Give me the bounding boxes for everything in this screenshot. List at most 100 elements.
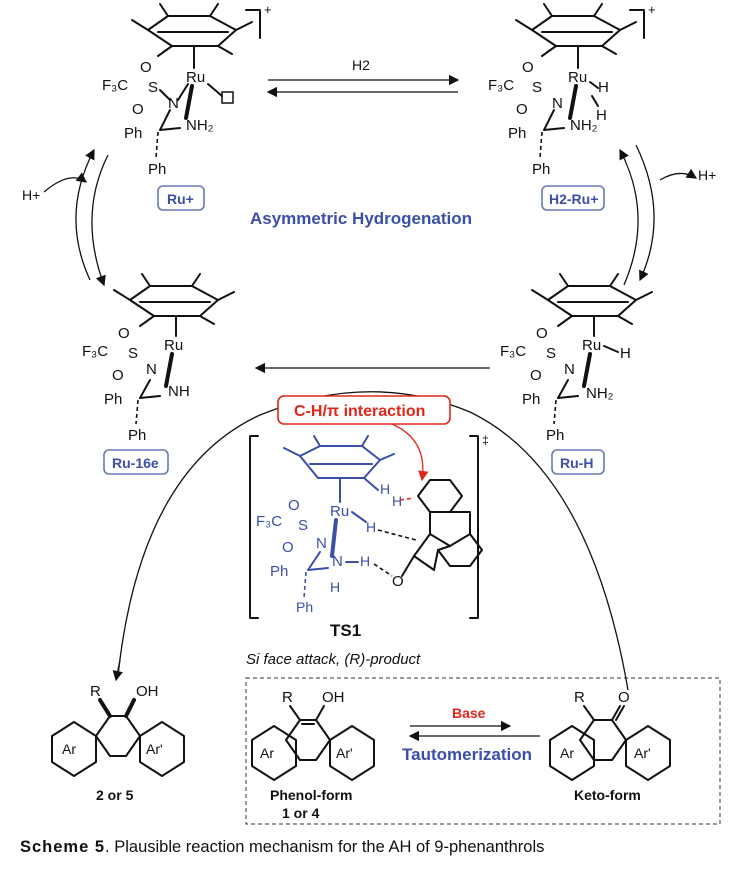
energy-curve — [117, 391, 629, 691]
svg-text:F₃C: F₃C — [500, 343, 526, 360]
svg-text:Ar': Ar' — [634, 745, 651, 761]
svg-text:S: S — [128, 345, 138, 362]
svg-text:Ph: Ph — [522, 391, 540, 408]
phenol-form: R OH Ar Ar' Phenol-form 1 or 4 — [251, 689, 375, 821]
svg-text:N: N — [332, 553, 343, 570]
svg-text:S: S — [546, 345, 556, 362]
h2-equilibrium-arrows: H2 — [266, 57, 460, 98]
svg-text:OH: OH — [136, 683, 159, 700]
transition-state: ‡ H H Ru H F₃C S O O N N H H Ph Ph O — [246, 433, 489, 668]
svg-text:Ru: Ru — [186, 69, 205, 86]
svg-text:F₃C: F₃C — [102, 77, 128, 94]
svg-text:Ar': Ar' — [336, 745, 353, 761]
right-cycle-arrows: H+ — [619, 144, 716, 286]
svg-text:O: O — [536, 325, 548, 342]
svg-text:Ph: Ph — [546, 427, 564, 444]
svg-text:OH: OH — [322, 689, 345, 706]
svg-text:Ph: Ph — [104, 391, 122, 408]
svg-text:H: H — [360, 553, 370, 569]
svg-text:Ar: Ar — [560, 745, 574, 761]
svg-text:O: O — [618, 689, 630, 706]
svg-text:NH₂: NH₂ — [586, 385, 614, 402]
phenol-number: 1 or 4 — [282, 805, 320, 821]
svg-text:Ph: Ph — [296, 599, 313, 615]
svg-text:O: O — [516, 101, 528, 118]
label-ru-16e: Ru-16e — [112, 455, 159, 471]
svg-text:F₃C: F₃C — [82, 343, 108, 360]
svg-text:Ph: Ph — [148, 161, 166, 178]
svg-text:O: O — [112, 367, 124, 384]
svg-text:O: O — [522, 59, 534, 76]
svg-text:F₃C: F₃C — [488, 77, 514, 94]
tautomerization-arrows: Base Tautomerization — [402, 705, 540, 764]
svg-text:N: N — [316, 535, 327, 552]
svg-text:H: H — [598, 79, 609, 96]
svg-text:O: O — [530, 367, 542, 384]
svg-text:N: N — [146, 361, 157, 378]
svg-text:Ar: Ar — [62, 741, 76, 757]
svg-text:NH₂: NH₂ — [186, 117, 214, 134]
svg-text:H: H — [620, 345, 631, 362]
svg-text:H: H — [366, 519, 376, 535]
label-ru-plus: Ru+ — [167, 191, 194, 207]
svg-text:H: H — [330, 579, 340, 595]
svg-text:Ph: Ph — [128, 427, 146, 444]
product-label: 2 or 5 — [96, 787, 134, 803]
svg-text:Ph: Ph — [508, 125, 526, 142]
svg-text:Ru: Ru — [582, 337, 601, 354]
caption-text: . Plausible reaction mechanism for the A… — [105, 838, 545, 856]
svg-text:O: O — [392, 573, 404, 590]
svg-text:NH: NH — [168, 383, 190, 400]
caption-lead: Scheme 5 — [20, 838, 106, 856]
svg-text:NH₂: NH₂ — [570, 117, 598, 134]
svg-text:N: N — [564, 361, 575, 378]
phenol-form-label: Phenol-form — [270, 787, 352, 803]
svg-text:Ru: Ru — [568, 69, 587, 86]
svg-text:H: H — [380, 481, 390, 497]
ch-pi-callout: C-H/π interaction — [277, 395, 451, 482]
svg-text:N: N — [552, 95, 563, 112]
product-2-or-5: R OH Ar Ar' 2 or 5 — [51, 683, 185, 803]
h2-label: H2 — [352, 57, 370, 73]
svg-text:Ar': Ar' — [146, 741, 163, 757]
svg-text:Ph: Ph — [532, 161, 550, 178]
complex-ru-plus: + Ru F₃C S O O N NH₂ Ph Ph Ru+ — [102, 2, 272, 211]
svg-text:Ar: Ar — [260, 745, 274, 761]
svg-text:R: R — [90, 683, 101, 700]
tautomer-box — [245, 677, 721, 825]
cycle-title: Asymmetric Hydrogenation — [250, 209, 472, 228]
svg-text:R: R — [574, 689, 585, 706]
left-cycle-arrows: H+ — [22, 148, 109, 287]
tautomerization-label: Tautomerization — [402, 745, 532, 764]
complex-ru-16e: Ru F₃C S O O N NH Ph Ph Ru-16e — [82, 273, 235, 475]
complex-h2-ru-plus: + Ru F₃C S O O N H H NH₂ Ph Ph H2-Ru+ — [488, 2, 656, 211]
svg-text:+: + — [648, 2, 656, 17]
ch-pi-label: C-H/π interaction — [294, 403, 425, 420]
h-plus-left: H+ — [22, 187, 40, 203]
svg-text:O: O — [118, 325, 130, 342]
svg-text:N: N — [168, 95, 179, 112]
svg-text:Ru: Ru — [330, 503, 349, 520]
svg-text:Ph: Ph — [124, 125, 142, 142]
base-label: Base — [452, 705, 486, 721]
svg-text:O: O — [140, 59, 152, 76]
complex-ru-h: Ru H F₃C S O O N NH₂ Ph Ph Ru-H — [500, 273, 653, 475]
svg-text:S: S — [532, 79, 542, 96]
svg-text:Ph: Ph — [270, 563, 288, 580]
svg-text:O: O — [282, 539, 294, 556]
svg-text:O: O — [288, 497, 300, 514]
keto-form-label: Keto-form — [574, 787, 641, 803]
figure-caption: Scheme 5. Plausible reaction mechanism f… — [20, 838, 544, 857]
svg-text:Ru: Ru — [164, 337, 183, 354]
h-plus-right: H+ — [698, 167, 716, 183]
svg-text:H: H — [392, 493, 402, 509]
label-ru-h: Ru-H — [560, 455, 593, 471]
svg-text:F₃C: F₃C — [256, 513, 282, 530]
svg-text:+: + — [264, 2, 272, 17]
svg-text:S: S — [148, 79, 158, 96]
svg-text:S: S — [298, 517, 308, 534]
ts-note: Si face attack, (R)-product — [246, 651, 421, 668]
svg-text:O: O — [132, 101, 144, 118]
keto-form: R O Ar Ar' Keto-form — [549, 689, 671, 803]
